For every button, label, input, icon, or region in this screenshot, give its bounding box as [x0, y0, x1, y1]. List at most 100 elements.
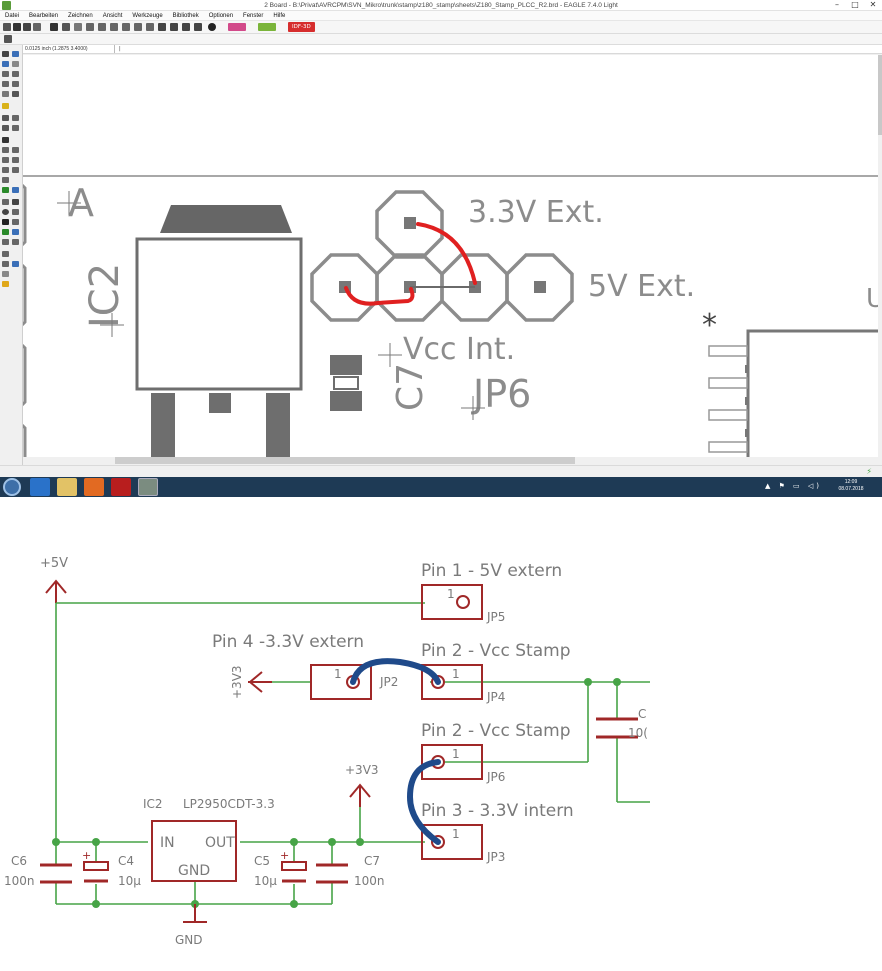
warning-tool-icon[interactable] [2, 281, 9, 287]
arc-tool-icon[interactable] [12, 209, 19, 215]
taskbar-clock[interactable]: 12:09 08.07.2018 [826, 479, 876, 493]
paste-tool-icon[interactable] [2, 103, 9, 109]
board-canvas[interactable]: A IC2 C7 [23, 55, 878, 465]
name-tool-icon[interactable] [2, 125, 9, 131]
line-tool-icon[interactable] [2, 199, 9, 205]
maximize-button[interactable]: □ [851, 0, 859, 9]
zoom-last-icon[interactable] [134, 23, 142, 31]
ic2-name: IC2 [143, 797, 163, 811]
replace-tool-icon[interactable] [2, 177, 9, 183]
horizontal-scrollbar[interactable] [115, 457, 575, 464]
menu-fenster[interactable]: Fenster [243, 13, 264, 19]
mark-tool-icon[interactable] [12, 61, 19, 67]
save-icon[interactable] [13, 23, 21, 31]
script-icon[interactable] [50, 23, 58, 31]
hole-tool-icon[interactable] [12, 229, 19, 235]
route-tool-icon[interactable] [2, 167, 9, 173]
help-icon[interactable] [208, 23, 216, 31]
rotate-tool-icon[interactable] [12, 81, 19, 87]
circle-tool-icon[interactable] [2, 209, 9, 215]
menu-werkzeuge[interactable]: Werkzeuge [132, 13, 163, 19]
display-tool-icon[interactable] [2, 61, 9, 67]
firefox-icon[interactable] [84, 478, 104, 496]
move-tool-icon[interactable] [2, 71, 9, 77]
zoom-area-icon[interactable] [146, 23, 154, 31]
idf-3d-button[interactable]: IDF-3D [288, 22, 315, 32]
zoom-select-icon[interactable] [122, 23, 130, 31]
ripup-tool-icon[interactable] [12, 167, 19, 173]
group-tool-icon[interactable] [2, 91, 9, 97]
smash-tool-icon[interactable] [2, 147, 9, 153]
ulp-icon[interactable] [62, 23, 70, 31]
command-line-input[interactable]: | [119, 46, 121, 52]
c7-name: C7 [364, 854, 380, 868]
optimize-tool-icon[interactable] [12, 157, 19, 163]
attribute-tool-icon[interactable] [2, 239, 9, 245]
board-label-33v-ext: 3.3V Ext. [468, 195, 604, 230]
stop-icon[interactable] [182, 23, 190, 31]
polygon-tool-icon[interactable] [12, 219, 19, 225]
stop-go-icon[interactable]: ⚡ [866, 467, 872, 476]
miter-tool-icon[interactable] [12, 147, 19, 153]
lock-tool-icon[interactable] [2, 137, 9, 143]
supply-3v3-left-symbol [248, 671, 272, 693]
change-tool-icon[interactable] [12, 91, 19, 97]
menu-hilfe[interactable]: Hilfe [273, 13, 286, 19]
acrobat-icon[interactable] [111, 478, 131, 496]
element14-icon[interactable] [258, 23, 276, 31]
system-tray[interactable]: ▲ ⚑ ▭ ◁) [764, 482, 822, 490]
show-tool-icon[interactable] [12, 51, 19, 57]
bridge-jp6-jp3 [406, 759, 441, 845]
menu-datei[interactable]: Datei [5, 13, 20, 19]
split-tool-icon[interactable] [2, 157, 9, 163]
menu-zeichnen[interactable]: Zeichnen [68, 13, 93, 19]
open-icon[interactable] [3, 23, 11, 31]
value-tool-icon[interactable] [12, 125, 19, 131]
board-label-u-partial: U [866, 284, 878, 314]
close-button[interactable]: ✕ [869, 0, 877, 9]
menu-bearbeiten[interactable]: Bearbeiten [29, 13, 59, 19]
undo-icon[interactable] [158, 23, 166, 31]
zoom-in-icon[interactable] [86, 23, 94, 31]
rect-tool-icon[interactable] [2, 219, 9, 225]
menu-bibliothek[interactable]: Bibliothek [172, 13, 199, 19]
coordinate-bar: 0.0125 inch (1.2875 3.4000) | [23, 45, 882, 54]
right-cap-name: C [638, 707, 646, 721]
start-button-icon[interactable] [3, 478, 21, 496]
menu-optionen[interactable]: Optionen [208, 13, 234, 19]
auto-tool-icon[interactable] [2, 261, 9, 267]
copy-tool-icon[interactable] [12, 71, 19, 77]
right-chip-pins [708, 345, 748, 453]
drc-tool-icon[interactable] [12, 261, 19, 267]
file-explorer-icon[interactable] [57, 478, 77, 496]
zoom-out-icon[interactable] [98, 23, 106, 31]
signal-tool-icon[interactable] [12, 187, 19, 193]
left-toolbox [0, 45, 23, 465]
mirror-tool-icon[interactable] [2, 81, 9, 87]
minimize-button[interactable]: – [835, 0, 839, 9]
design-link-icon[interactable] [228, 23, 246, 31]
menu-ansicht[interactable]: Ansicht [102, 13, 123, 19]
zoom-fit-icon[interactable] [74, 23, 82, 31]
eagle-taskbar-icon[interactable] [138, 478, 158, 496]
via-tool-icon[interactable] [2, 229, 9, 235]
go-icon[interactable] [194, 23, 202, 31]
add-tool-icon[interactable] [12, 115, 19, 121]
internet-explorer-icon[interactable] [30, 478, 50, 496]
vertical-scrollbar[interactable] [878, 55, 882, 135]
jp6-footprint [310, 190, 574, 322]
dimension-tool-icon[interactable] [12, 239, 19, 245]
delete-tool-icon[interactable] [2, 115, 9, 121]
info-tool-icon[interactable] [2, 51, 9, 57]
errors-tool-icon[interactable] [2, 271, 9, 277]
layer-icon[interactable] [4, 35, 12, 43]
ratsnest-tool-icon[interactable] [2, 251, 9, 257]
redo-icon[interactable] [170, 23, 178, 31]
wire-tool-icon[interactable] [2, 187, 9, 193]
cam-icon[interactable] [33, 23, 41, 31]
zoom-redraw-icon[interactable] [110, 23, 118, 31]
print-icon[interactable] [23, 23, 31, 31]
text-tool-icon[interactable] [12, 199, 19, 205]
bridge-trace-vcc [344, 286, 415, 306]
